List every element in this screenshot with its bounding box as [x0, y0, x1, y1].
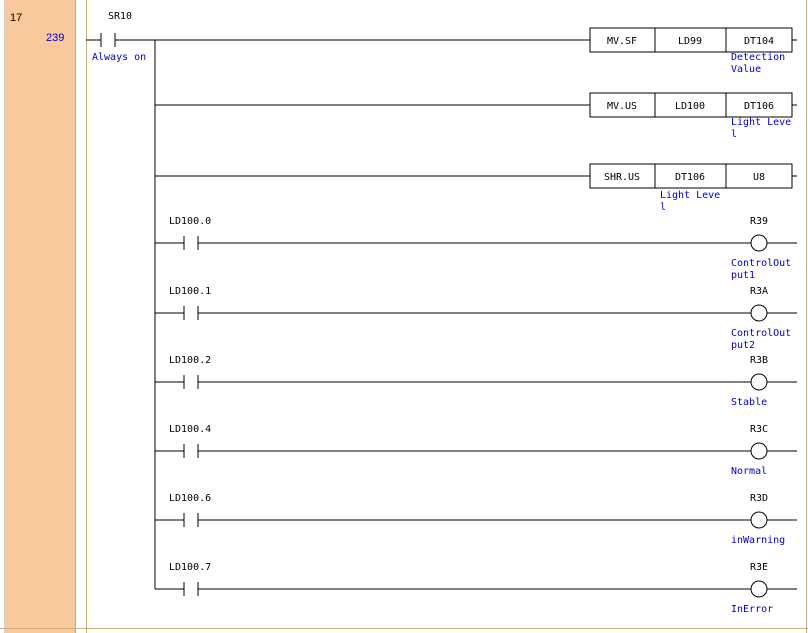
output-contact-label[interactable]: LD100.1: [169, 286, 211, 297]
rung-gutter: [0, 0, 76, 633]
instruction-dst-comment: Value: [731, 64, 761, 75]
output-contact-label[interactable]: LD100.2: [169, 355, 211, 366]
output-coil-label[interactable]: R3D: [750, 493, 768, 504]
rung-bottom-border: [0, 628, 808, 629]
output-comment: put2: [731, 340, 755, 351]
output-comment: Stable: [731, 397, 767, 408]
instruction-dst-comment: l: [731, 129, 737, 140]
instruction-src-comment: l: [660, 202, 666, 213]
output-contact-label[interactable]: LD100.4: [169, 424, 211, 435]
instruction-src-box[interactable]: [654, 92, 727, 118]
instruction-dst-box[interactable]: [725, 92, 793, 118]
input-comment: Always on: [92, 52, 146, 63]
input-device-label[interactable]: SR10: [108, 11, 132, 22]
output-contact-label[interactable]: LD100.6: [169, 493, 211, 504]
instruction-dst[interactable]: U8: [753, 172, 765, 183]
output-coil[interactable]: [750, 442, 768, 460]
instruction-src[interactable]: DT106: [675, 172, 705, 183]
instruction-src[interactable]: LD100: [675, 101, 705, 112]
right-power-rail: [806, 0, 807, 633]
output-coil-label[interactable]: R39: [750, 216, 768, 227]
output-coil[interactable]: [750, 511, 768, 529]
output-comment: ControlOut: [731, 258, 791, 269]
rung-number: 17: [10, 12, 23, 24]
output-comment: inWarning: [731, 535, 785, 546]
output-coil-label[interactable]: R3E: [750, 562, 768, 573]
left-power-rail: [86, 0, 87, 633]
instruction-src-comment: Light Leve: [660, 190, 720, 201]
output-comment: ControlOut: [731, 328, 791, 339]
output-coil[interactable]: [750, 580, 768, 598]
instruction-dst-box[interactable]: [725, 163, 793, 189]
instruction-op[interactable]: MV.SF: [607, 36, 637, 47]
instruction-dst[interactable]: DT106: [744, 101, 774, 112]
instruction-dst-comment: Light Leve: [731, 117, 791, 128]
output-comment: Normal: [731, 466, 767, 477]
output-coil-label[interactable]: R3B: [750, 355, 768, 366]
instruction-op-box[interactable]: [589, 92, 656, 118]
step-number[interactable]: 239: [46, 32, 65, 44]
output-coil-label[interactable]: R3A: [750, 286, 768, 297]
output-contact-label[interactable]: LD100.7: [169, 562, 211, 573]
instruction-dst-comment: Detection: [731, 52, 785, 63]
instruction-op[interactable]: SHR.US: [604, 172, 640, 183]
output-coil[interactable]: [750, 234, 768, 252]
instruction-dst-box[interactable]: [725, 27, 793, 53]
instruction-op[interactable]: MV.US: [607, 101, 637, 112]
instruction-dst[interactable]: DT104: [744, 36, 774, 47]
instruction-src-box[interactable]: [654, 27, 727, 53]
output-contact-label[interactable]: LD100.0: [169, 216, 211, 227]
output-comment: put1: [731, 270, 755, 281]
instruction-op-box[interactable]: [589, 27, 656, 53]
output-coil-label[interactable]: R3C: [750, 424, 768, 435]
gutter-edge: [0, 0, 5, 633]
instruction-op-box[interactable]: [589, 163, 656, 189]
output-comment: InError: [731, 604, 773, 615]
instruction-src[interactable]: LD99: [678, 36, 702, 47]
output-coil[interactable]: [750, 304, 768, 322]
output-coil[interactable]: [750, 373, 768, 391]
